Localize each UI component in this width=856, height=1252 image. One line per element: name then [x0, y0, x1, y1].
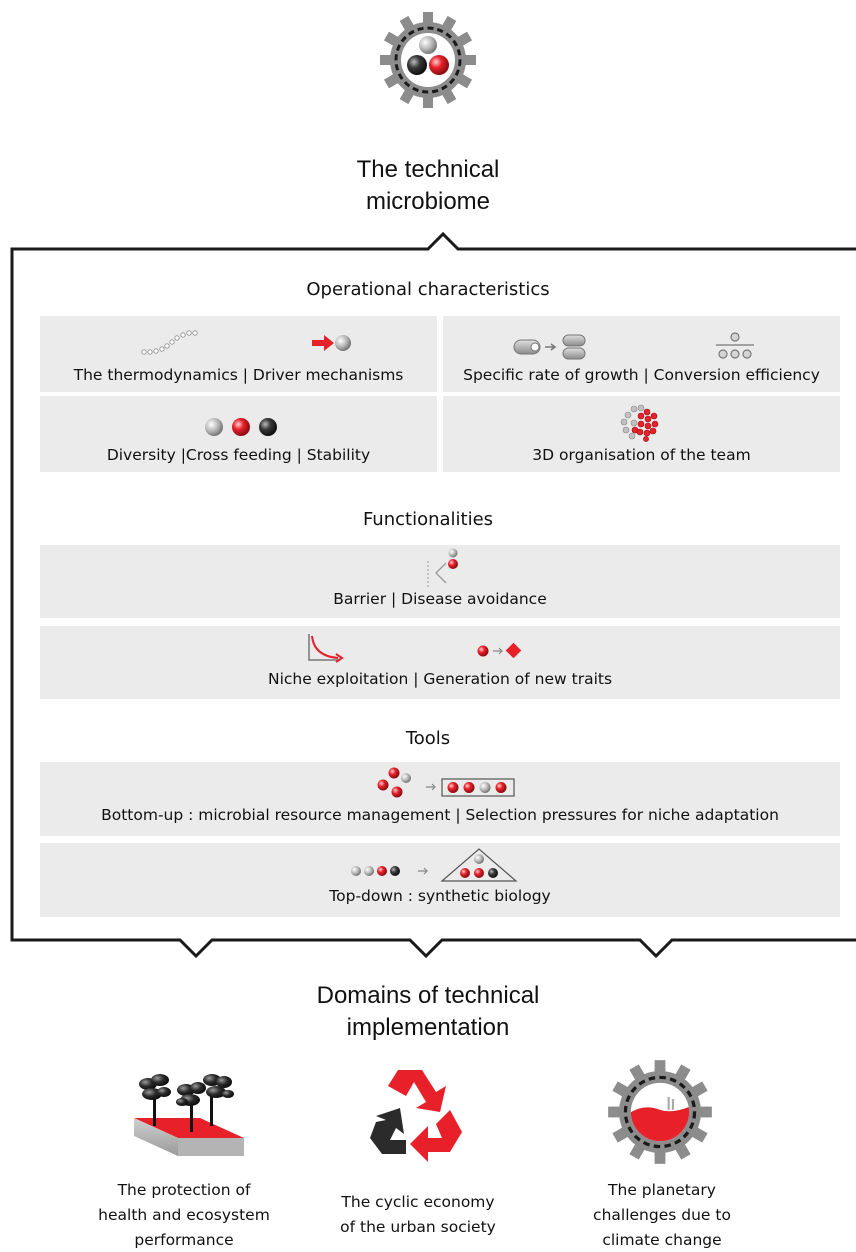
panel-top-down: Top-down : synthetic biology: [40, 843, 840, 917]
dotted-curve-icon: [141, 330, 198, 355]
panel-label: 3D organisation of the team: [532, 446, 751, 464]
domain-line: challenges due to: [593, 1206, 731, 1224]
planet-gear-icon: [608, 1060, 712, 1164]
driver-arrow-icon: [312, 335, 351, 351]
synthetic-assembly-icon: [351, 848, 518, 882]
panel-thermodynamics: The thermodynamics | Driver mechanisms: [40, 316, 437, 392]
page-title: The technical microbiome: [0, 154, 856, 218]
domain-line: The protection of: [117, 1181, 251, 1199]
operational-heading: Operational characteristics: [306, 279, 550, 300]
panel-label: Bottom-up : microbial resource managemen…: [101, 806, 779, 824]
title-line-2: microbiome: [365, 188, 491, 215]
domain-label-health: The protection of health and ecosystem p…: [64, 1178, 304, 1252]
trait-transform-icon: [477, 642, 522, 659]
panel-label: Diversity |Cross feeding | Stability: [106, 446, 371, 464]
panel-label: Top-down : synthetic biology: [329, 887, 551, 905]
panel-label: Specific rate of growth | Conversion eff…: [463, 366, 820, 384]
domains-title: Domains of technical implementation: [0, 980, 856, 1044]
domain-label-cyclic: The cyclic economy of the urban society: [298, 1190, 538, 1240]
domains-title-line-1: Domains of technical: [316, 982, 540, 1009]
conversion-ratio-icon: [716, 332, 754, 359]
panel-niche: Niche exploitation | Generation of new t…: [40, 626, 840, 699]
domain-line: The planetary: [608, 1181, 716, 1199]
barrier-deflection-icon: [427, 548, 458, 587]
domain-line: performance: [134, 1231, 234, 1249]
panel-diversity: Diversity |Cross feeding | Stability: [40, 396, 437, 472]
panel-label: The thermodynamics | Driver mechanisms: [73, 366, 404, 384]
forest-soil-icon: [134, 1074, 244, 1156]
tools-heading: Tools: [405, 728, 451, 749]
panel-growth-rate: Specific rate of growth | Conversion eff…: [443, 316, 840, 392]
three-cells-icon: [205, 418, 277, 436]
panel-label: Barrier | Disease avoidance: [333, 590, 547, 608]
panel-label: Niche exploitation | Generation of new t…: [267, 670, 613, 688]
decay-curve-icon: [308, 634, 344, 663]
domain-line: of the urban society: [340, 1218, 496, 1236]
domain-line: climate change: [602, 1231, 722, 1249]
panel-barrier: Barrier | Disease avoidance: [40, 545, 840, 618]
domain-line: health and ecosystem: [98, 1206, 270, 1224]
microbiome-gear-icon: [380, 12, 476, 108]
selection-box-icon: [377, 767, 515, 798]
panel-bottom-up: Bottom-up : microbial resource managemen…: [40, 762, 840, 836]
recycle-icon: [370, 1070, 462, 1162]
cell-division-icon: [513, 334, 586, 360]
title-line-1: The technical: [356, 156, 500, 183]
cell-cluster-icon: [620, 404, 659, 442]
functionalities-heading: Functionalities: [362, 509, 494, 530]
domains-title-line-2: implementation: [346, 1014, 510, 1041]
panel-3d-organisation: 3D organisation of the team: [443, 396, 840, 472]
domain-label-planetary: The planetary challenges due to climate …: [542, 1178, 782, 1252]
domain-line: The cyclic economy: [341, 1193, 495, 1211]
